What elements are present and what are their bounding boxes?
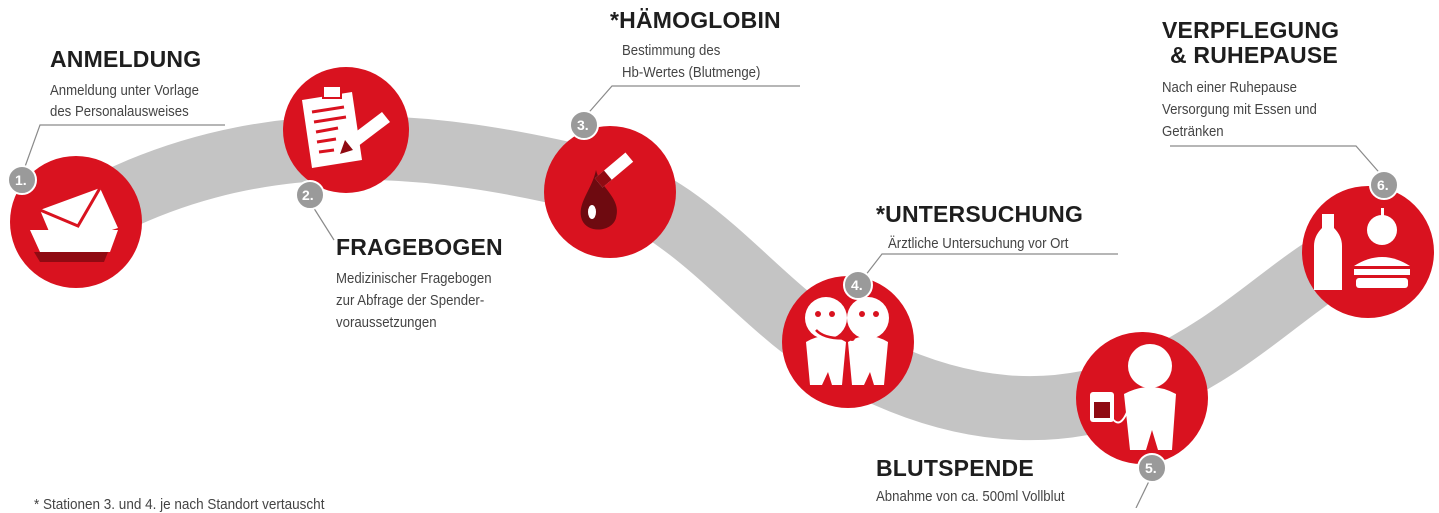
form-pen-icon — [302, 85, 390, 168]
step-2-description-line-3: voraussetzungen — [336, 314, 437, 331]
number-badge-5 — [1137, 453, 1167, 483]
station-6: 6. — [1302, 170, 1434, 318]
station-1: 1. — [7, 156, 142, 288]
step-1-description-line-2: des Personalausweises — [50, 103, 189, 120]
step-6-description-line-3: Getränken — [1162, 123, 1224, 140]
step-2-title: FRAGEBOGEN — [336, 234, 503, 260]
number-badge-1-label: 1. — [15, 172, 27, 188]
donor-blood-bag-icon — [1090, 344, 1176, 450]
number-badge-3-label: 3. — [577, 117, 589, 133]
step-1-title: ANMELDUNG — [50, 46, 202, 72]
step-5-title: BLUTSPENDE — [876, 455, 1034, 481]
step-6-description-line-2: Versorgung mit Essen und — [1162, 101, 1317, 118]
step-3-description-line-2: Hb-Wertes (Blutmenge) — [622, 64, 761, 81]
step-2-description-line-2: zur Abfrage der Spender- — [336, 292, 485, 309]
number-badge-2-label: 2. — [302, 187, 314, 203]
step-6-title-line-2: & RUHEPAUSE — [1170, 42, 1338, 68]
step-1-description-line-1: Anmeldung unter Vorlage — [50, 82, 199, 99]
number-badge-2 — [295, 180, 325, 210]
number-badge-4 — [843, 270, 873, 300]
step-2-description-line-1: Medizinischer Fragebogen — [336, 270, 492, 287]
leader-line-6 — [1170, 145, 1385, 179]
number-badge-5-label: 5. — [1145, 460, 1157, 476]
food-drink-icon — [1314, 208, 1410, 290]
footnote: * Stationen 3. und 4. je nach Standort v… — [34, 496, 325, 513]
number-badge-1 — [7, 165, 37, 195]
station-5: 5. — [1076, 332, 1208, 483]
step-4-description-line-1: Ärztliche Untersuchung vor Ort — [888, 235, 1069, 252]
step-3-description-line-1: Bestimmung des — [622, 42, 721, 59]
station-3: 3. — [544, 110, 676, 258]
station-3-circle — [544, 126, 676, 258]
number-badge-3 — [569, 110, 599, 140]
doctor-patient-icon — [805, 297, 889, 385]
step-5-description-line-1: Abnahme von ca. 500ml Vollblut — [876, 488, 1065, 505]
station-4: 4. — [782, 270, 914, 408]
step-3-title: *HÄMOGLOBIN — [610, 7, 781, 33]
leader-line-4 — [857, 253, 1118, 286]
step-6-description-line-1: Nach einer Ruhepause — [1162, 79, 1298, 96]
number-badge-6-label: 6. — [1377, 177, 1389, 193]
leader-line-1 — [21, 124, 225, 176]
step-4-title: *UNTERSUCHUNG — [876, 201, 1084, 227]
leader-line-3 — [583, 85, 800, 119]
number-badge-6 — [1369, 170, 1399, 200]
number-badge-4-label: 4. — [851, 277, 863, 293]
step-6-title-line-1: VERPFLEGUNG — [1162, 17, 1340, 43]
blood-drop-tube-icon — [580, 152, 634, 230]
station-2: 2. — [283, 67, 409, 210]
envelope-card-icon — [30, 187, 118, 262]
